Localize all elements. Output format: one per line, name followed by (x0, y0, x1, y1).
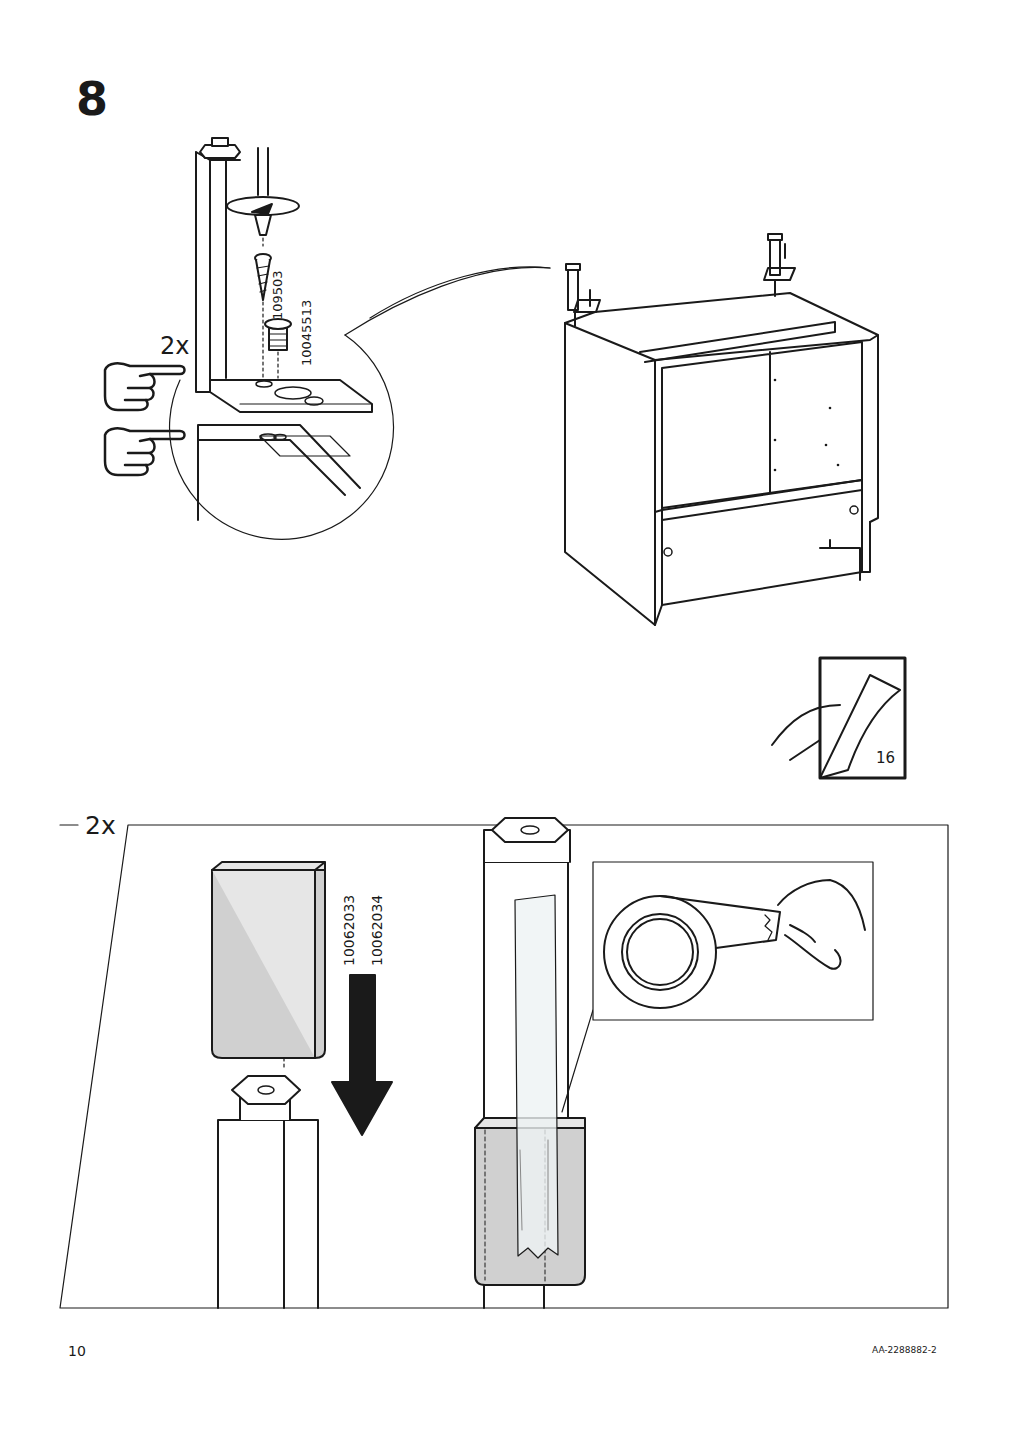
part-number: 10062034 (370, 895, 384, 966)
part-number: 10062033 (342, 895, 356, 966)
quantity-label: 2x (160, 334, 189, 358)
quantity-label: 2x (82, 813, 119, 838)
part-number: 109503 (271, 270, 284, 320)
step-number: 8 (76, 76, 108, 122)
page-number: 10 (68, 1344, 86, 1358)
page-reference: 16 (876, 751, 895, 766)
part-number: 10045513 (300, 300, 313, 366)
document-code: AA-2288882-2 (872, 1346, 937, 1355)
